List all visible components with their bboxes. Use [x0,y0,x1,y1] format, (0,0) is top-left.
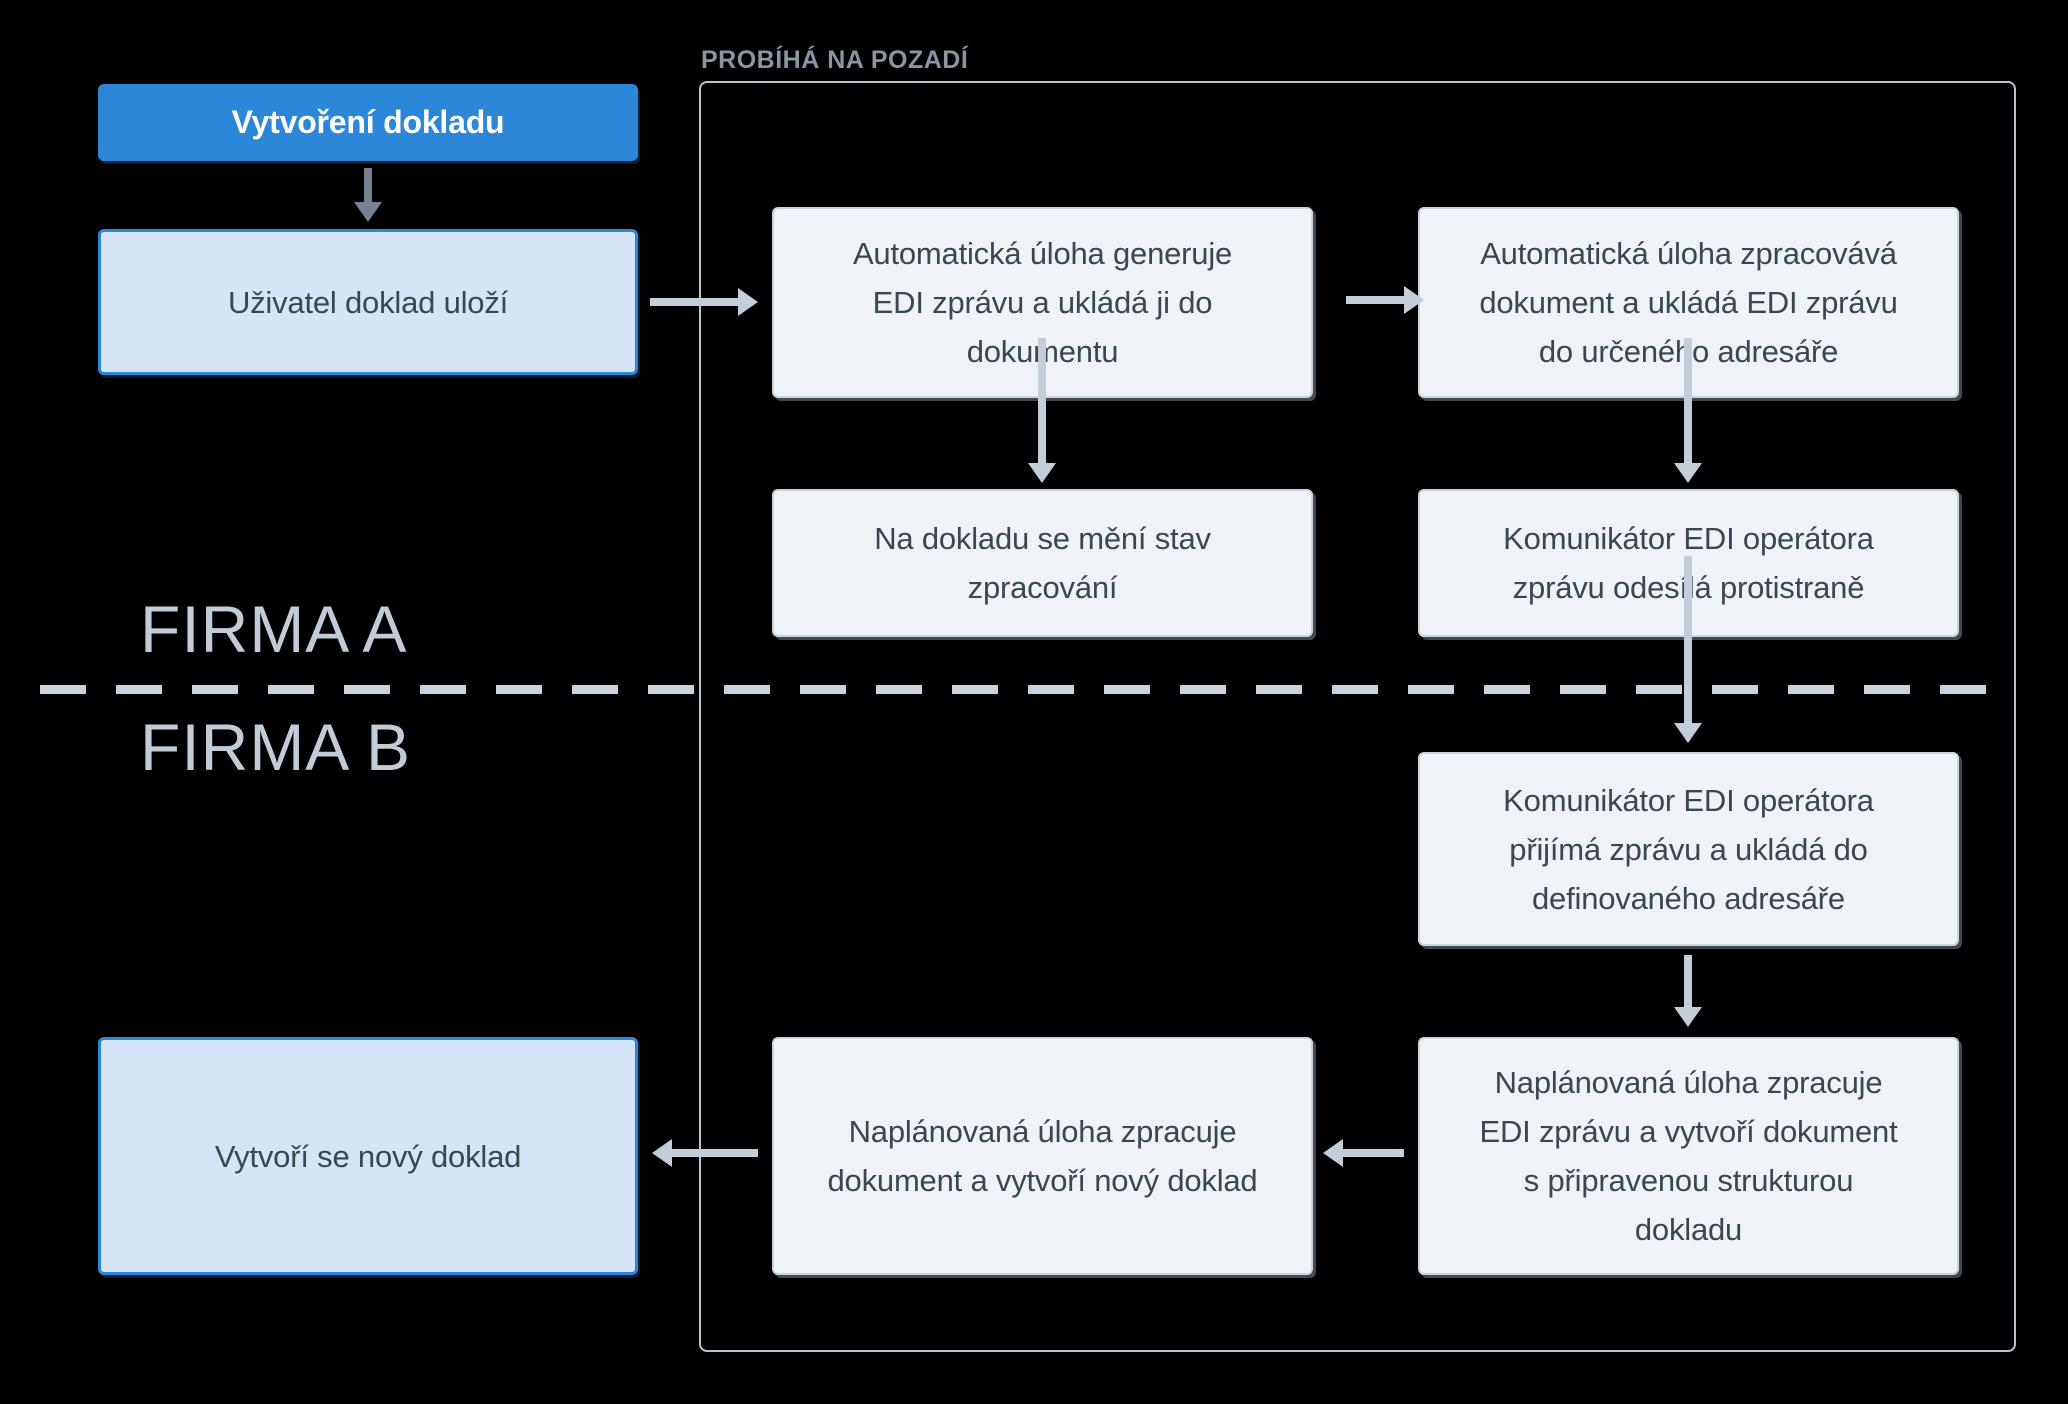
background-process-frame [699,81,2016,1352]
node-na-dokladu-meni-stav: Na dokladu se mění stav zpracování [772,489,1313,637]
arrow-user-saves-to-auto-generate-icon [650,298,738,306]
arrow-task-new-record-to-new-record-icon [672,1149,758,1157]
node-uzivatel-doklad-ulozi: Uživatel doklad uloží [98,229,638,375]
node-komunikator-prijima: Komunikátor EDI operátora přijímá zprávu… [1418,752,1959,946]
node-vytvori-se-novy-doklad: Vytvoří se nový doklad [98,1037,638,1275]
arrow-start-to-user-saves-icon [364,168,372,202]
lane-label-firma-b: FIRMA B [140,710,412,784]
arrow-auto-generate-to-status-change-icon [1038,338,1046,463]
node-komunikator-odesila: Komunikátor EDI operátora zprávu odesílá… [1418,489,1959,637]
background-process-label: PROBÍHÁ NA POZADÍ [701,46,969,74]
company-boundary-divider [40,685,2016,694]
arrow-comm-send-to-comm-receive-icon [1684,556,1692,723]
node-naplanovana-uloha-novy-doklad: Naplánovaná úloha zpracuje dokument a vy… [772,1037,1313,1275]
arrow-auto-process-to-comm-send-icon [1684,338,1692,463]
node-vytvoreni-dokladu: Vytvoření dokladu [98,84,638,161]
arrow-comm-receive-to-task-create-doc-icon [1684,955,1692,1007]
lane-label-firma-a: FIRMA A [140,592,408,666]
arrow-task-create-doc-to-task-new-record-icon [1343,1149,1404,1157]
arrow-auto-generate-to-auto-process-icon [1346,296,1404,304]
node-naplanovana-uloha-vytvori-dokument: Naplánovaná úloha zpracuje EDI zprávu a … [1418,1037,1959,1275]
